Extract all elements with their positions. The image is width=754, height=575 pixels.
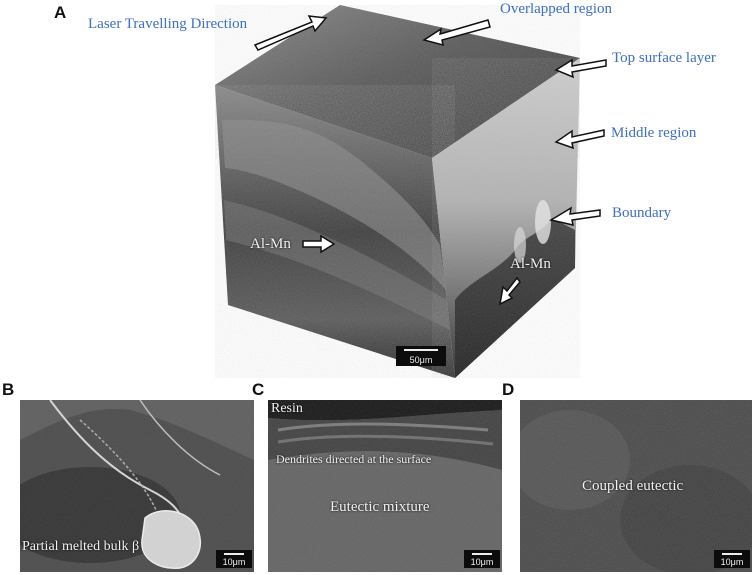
label-middle-region: Middle region — [611, 125, 697, 141]
label-boundary: Boundary — [612, 205, 672, 221]
label-partial-melted-bulk: Partial melted bulk β — [22, 539, 140, 554]
label-coupled-eutectic: Coupled eutectic — [582, 478, 684, 494]
sem-cube-image — [215, 5, 580, 378]
scale-bar-d: 10μm — [714, 550, 750, 568]
scale-bar-b: 10μm — [216, 550, 252, 568]
label-almn-right: Al-Mn — [510, 256, 551, 272]
label-eutectic-mixture: Eutectic mixture — [330, 499, 430, 515]
sem-image-d: Coupled eutectic 10μm — [520, 400, 752, 572]
label-resin: Resin — [271, 401, 303, 416]
label-almn-left: Al-Mn — [250, 236, 291, 252]
label-dendrites: Dendrites directed at the surface — [276, 452, 432, 466]
scale-bar-c: 10μm — [464, 550, 500, 568]
annotation-arrows — [253, 15, 607, 306]
arrow-boundary-icon — [549, 206, 601, 226]
label-laser-direction: Laser Travelling Direction — [88, 16, 248, 32]
arrow-middle-icon — [554, 129, 605, 150]
sem-image-c: Resin Dendrites directed at the surface … — [268, 400, 502, 572]
arrow-almn-left-icon — [302, 234, 336, 254]
arrow-top-surface-icon — [554, 58, 607, 79]
panel-letter-c: C — [252, 380, 265, 399]
scale-bar-a: 50μm — [396, 346, 446, 366]
arrow-overlapped-icon — [422, 19, 491, 47]
panel-letter-d: D — [502, 380, 515, 399]
panel-letter-b: B — [2, 380, 15, 399]
sem-image-b: Partial melted bulk β 10μm — [20, 400, 254, 572]
arrow-almn-right-icon — [499, 276, 521, 306]
label-top-surface-layer: Top surface layer — [612, 50, 716, 66]
panel-letter-a: A — [54, 3, 67, 22]
arrow-laser-direction-icon — [253, 15, 328, 51]
label-overlapped-region: Overlapped region — [500, 1, 613, 17]
